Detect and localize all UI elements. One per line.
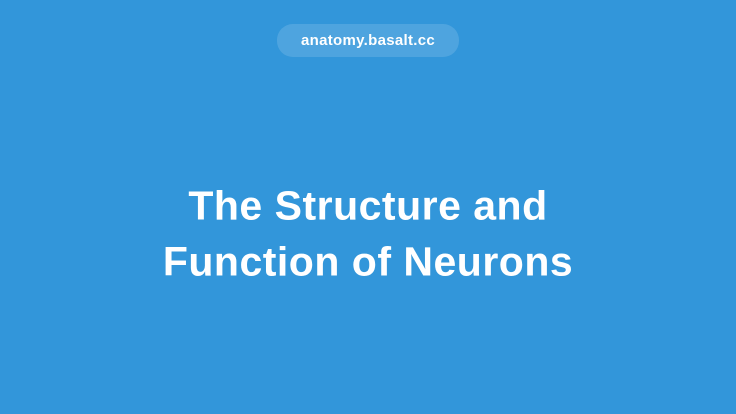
page-title: The Structure and Function of Neurons [0,179,736,290]
page-title-line-2: Function of Neurons [162,238,574,285]
site-badge[interactable]: anatomy.basalt.cc [276,24,460,57]
page-title-line-1: The Structure and [188,183,548,230]
